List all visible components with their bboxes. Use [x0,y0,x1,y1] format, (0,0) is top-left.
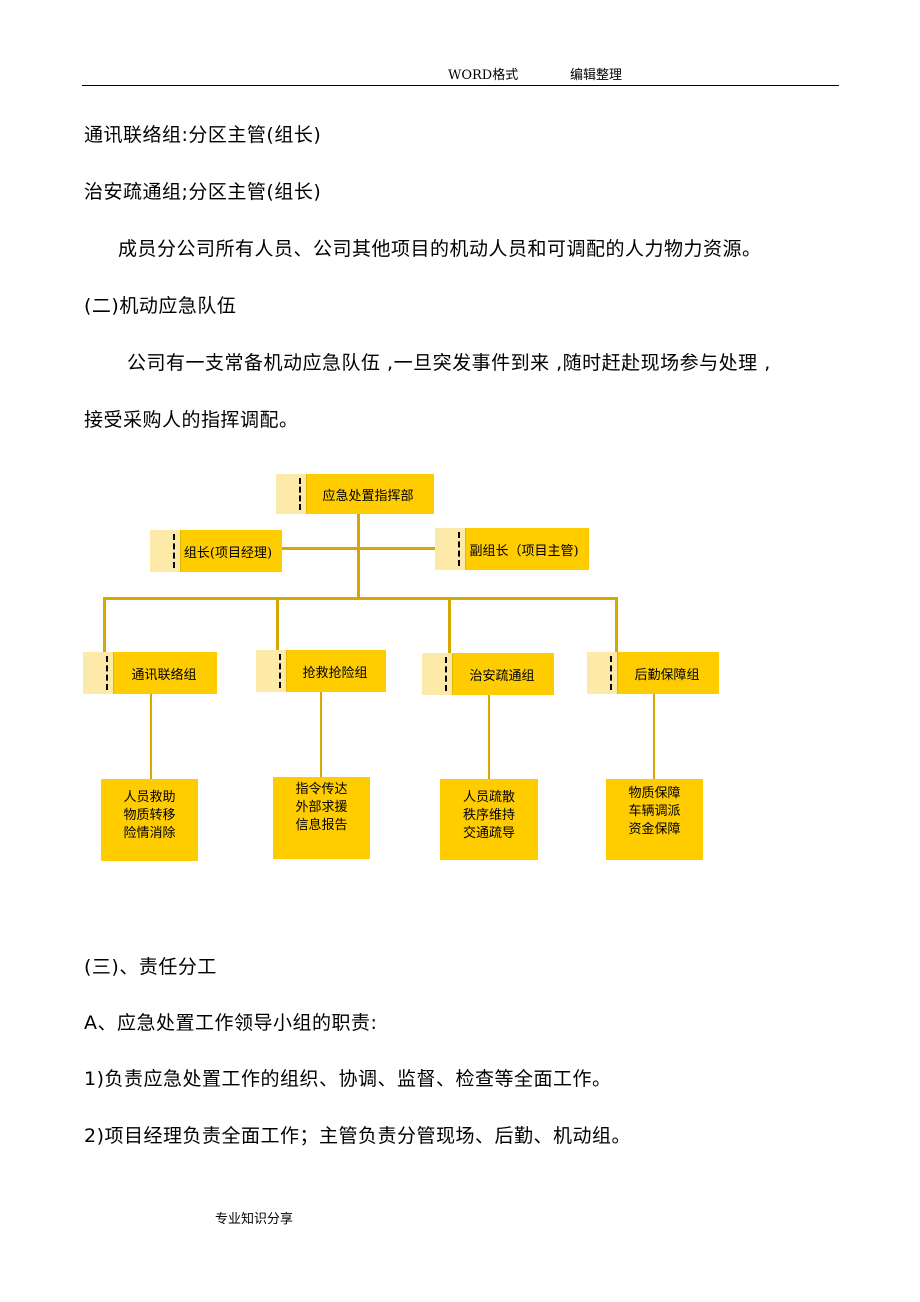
task-item: 车辆调派 [628,804,681,819]
connector-group-1 [103,597,106,652]
task-item: 信息报告 [295,818,348,833]
org-task-box-3: 人员疏散 秩序维持 交通疏导 [440,779,538,860]
task-item: 资金保障 [628,822,681,837]
org-root-box: 应急处置指挥部 [276,474,434,514]
task-item: 人员疏散 [462,790,515,805]
paragraph-members: 成员分公司所有人员、公司其他项目的机动人员和可调配的人力物力资源。 [118,238,762,260]
org-root-label: 应急处置指挥部 [322,488,414,504]
connector-group-4 [615,597,618,652]
org-leader-label: 组长(项目经理) [183,545,273,561]
header-rule [82,85,839,86]
box-tab [587,652,618,694]
paragraph-comm-group: 通讯联络组:分区主管(组长) [84,124,322,146]
connector-groups-bar [103,597,618,600]
connector-task-4 [653,694,655,779]
task-item: 外部求援 [295,800,348,815]
task-item: 物质保障 [628,786,681,801]
connector-group-3 [448,597,451,653]
org-group-label-2: 抢救抢险组 [302,665,368,681]
box-tab [276,474,307,514]
task-item: 物质转移 [123,808,176,823]
paragraph-leadership-duties: A、应急处置工作领导小组的职责: [84,1012,378,1034]
task-item: 交通疏导 [462,826,515,841]
task-item: 险情消除 [123,826,176,841]
box-tab [83,652,114,694]
task-item: 秩序维持 [462,808,515,823]
box-tab [435,528,466,570]
org-group-box-1: 通讯联络组 [83,652,217,694]
paragraph-team-1: 公司有一支常备机动应急队伍 ,一旦突发事件到来 ,随时赶赴现场参与处理 , [127,352,771,374]
paragraph-security-group: 治安疏通组;分区主管(组长) [84,181,322,203]
box-tab [422,653,453,695]
task-item: 指令传达 [295,782,348,797]
org-group-label-3: 治安疏通组 [469,668,535,684]
org-task-box-2: 指令传达 外部求援 信息报告 [273,777,370,859]
org-group-box-2: 抢救抢险组 [256,650,386,692]
connector-task-3 [488,695,490,779]
box-tab [256,650,287,692]
connector-leaders [282,547,436,550]
box-tab [150,530,181,572]
header-edit-label: 编辑整理 [570,68,623,83]
org-group-box-4: 后勤保障组 [587,652,719,694]
org-group-box-3: 治安疏通组 [422,653,554,695]
connector-task-2 [320,692,322,778]
connector-root-trunk [357,514,360,600]
section-heading-duties: (三)、责任分工 [84,956,217,978]
org-group-label-4: 后勤保障组 [634,667,700,683]
org-deputy-box: 副组长（项目主管) [435,528,589,570]
connector-group-2 [276,597,279,650]
header-format-label: WORD格式 [448,68,519,83]
paragraph-duty-1: 1)负责应急处置工作的组织、协调、监督、检查等全面工作。 [84,1068,612,1090]
task-item: 人员救助 [123,790,176,805]
footer-label: 专业知识分享 [215,1212,294,1227]
org-task-box-1: 人员救助 物质转移 险情消除 [101,779,198,861]
org-deputy-label: 副组长（项目主管) [469,543,579,559]
paragraph-team-2: 接受采购人的指挥调配。 [84,409,299,431]
connector-task-1 [150,694,152,779]
paragraph-duty-2: 2)项目经理负责全面工作；主管负责分管现场、后勤、机动组。 [84,1125,632,1147]
org-leader-box: 组长(项目经理) [150,530,282,572]
org-group-label-1: 通讯联络组 [131,667,197,683]
org-task-box-4: 物质保障 车辆调派 资金保障 [606,779,703,860]
section-heading-team: (二)机动应急队伍 [84,295,237,317]
